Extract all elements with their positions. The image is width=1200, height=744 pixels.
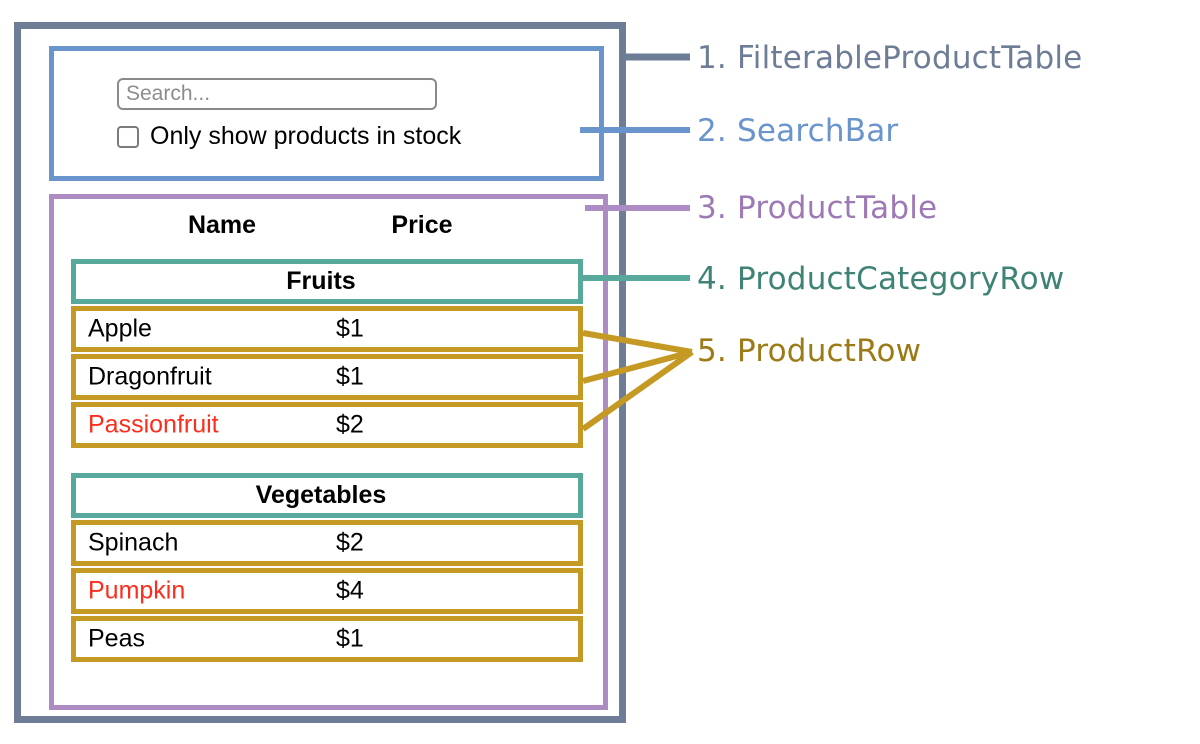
product-category-label: Fruits	[286, 267, 356, 295]
product-price: $1	[336, 624, 364, 653]
stock-filter-label: Only show products in stock	[150, 122, 462, 150]
product-row[interactable]: Pumpkin $4	[71, 568, 583, 614]
product-row[interactable]: Passionfruit $2	[71, 402, 583, 448]
stock-filter-row[interactable]: Only show products in stock	[117, 124, 461, 149]
product-category-row: Fruits	[71, 259, 583, 304]
product-name: Spinach	[88, 528, 179, 557]
product-name: Pumpkin	[88, 576, 186, 605]
legend-label-product-row: 5. ProductRow	[697, 333, 922, 369]
stock-filter-checkbox[interactable]	[117, 125, 139, 148]
product-rows-area: Fruits Apple $1 Dragonfruit $1 Passionfr…	[71, 259, 583, 662]
product-price: $2	[336, 410, 364, 439]
product-name: Passionfruit	[88, 410, 219, 439]
product-name: Dragonfruit	[88, 362, 212, 391]
product-category-label: Vegetables	[255, 481, 387, 509]
legend-label-product-category-row: 4. ProductCategoryRow	[697, 261, 1065, 297]
section-spacer	[71, 448, 583, 473]
product-table-box: Name Price Fruits Apple $1 Dragonfruit $…	[49, 194, 608, 710]
legend-label-search-bar: 2. SearchBar	[697, 113, 899, 149]
product-name: Peas	[88, 624, 145, 653]
product-price: $2	[336, 528, 364, 557]
column-header-price: Price	[391, 211, 453, 239]
filterable-product-table-box: Only show products in stock Name Price F…	[14, 22, 626, 723]
product-name: Apple	[88, 314, 152, 343]
product-category-row: Vegetables	[71, 473, 583, 518]
product-price: $1	[336, 362, 364, 391]
product-row[interactable]: Spinach $2	[71, 520, 583, 566]
column-header-name: Name	[187, 211, 257, 239]
legend-label-filterable-product-table: 1. FilterableProductTable	[697, 40, 1083, 76]
product-row[interactable]: Apple $1	[71, 306, 583, 352]
product-row[interactable]: Peas $1	[71, 616, 583, 662]
search-bar-box: Only show products in stock	[49, 46, 604, 181]
product-row[interactable]: Dragonfruit $1	[71, 354, 583, 400]
product-table-header: Name Price	[54, 211, 603, 247]
product-price: $1	[336, 314, 364, 343]
search-input[interactable]	[117, 78, 437, 110]
legend-label-product-table: 3. ProductTable	[697, 190, 938, 226]
product-price: $4	[336, 576, 364, 605]
